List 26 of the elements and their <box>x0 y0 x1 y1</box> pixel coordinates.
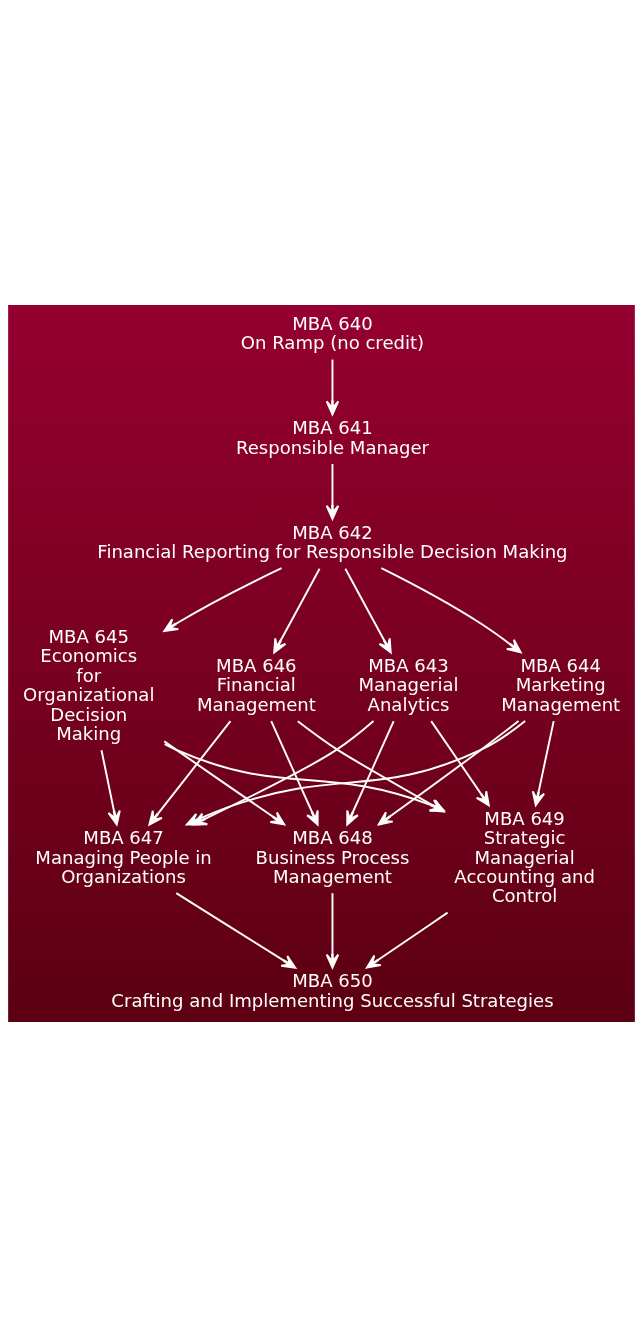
arrow <box>377 719 520 825</box>
arrow <box>100 748 121 825</box>
arrow <box>325 358 340 415</box>
arrow <box>175 891 297 969</box>
node-text: MBA 647 Managing People in Organizations <box>35 826 212 887</box>
node-text: MBA 646 Financial Management <box>196 654 316 715</box>
node-text: MBA 649 Strategic Managerial Accounting and Control <box>454 807 595 906</box>
arrow <box>273 567 321 653</box>
arrow <box>365 911 449 969</box>
node-text: MBA 650 Crafting and Implementing Successful Strategies <box>111 969 554 1011</box>
arrow <box>163 566 283 632</box>
node-text: MBA 648 Business Process Management <box>255 826 410 887</box>
arrow <box>531 719 555 806</box>
arrow <box>380 566 522 653</box>
node-text: MBA 644 Marketing Management <box>501 654 621 715</box>
node-text: MBA 640 On Ramp (no credit) <box>240 312 425 353</box>
node-text: MBA 643 Managerial Analytics <box>358 654 459 715</box>
node-text: MBA 641 Responsible Manager <box>235 416 429 458</box>
arrow <box>430 719 490 806</box>
arrow <box>344 567 392 653</box>
arrow <box>325 891 340 968</box>
arrow <box>346 719 395 826</box>
arrow <box>270 719 319 826</box>
node-text: MBA 645 Economics for Organizational Decision Making <box>23 625 155 744</box>
arrow <box>325 462 340 520</box>
node-text: MBA 642 Financial Reporting for Responsible Decision Making <box>97 521 568 562</box>
